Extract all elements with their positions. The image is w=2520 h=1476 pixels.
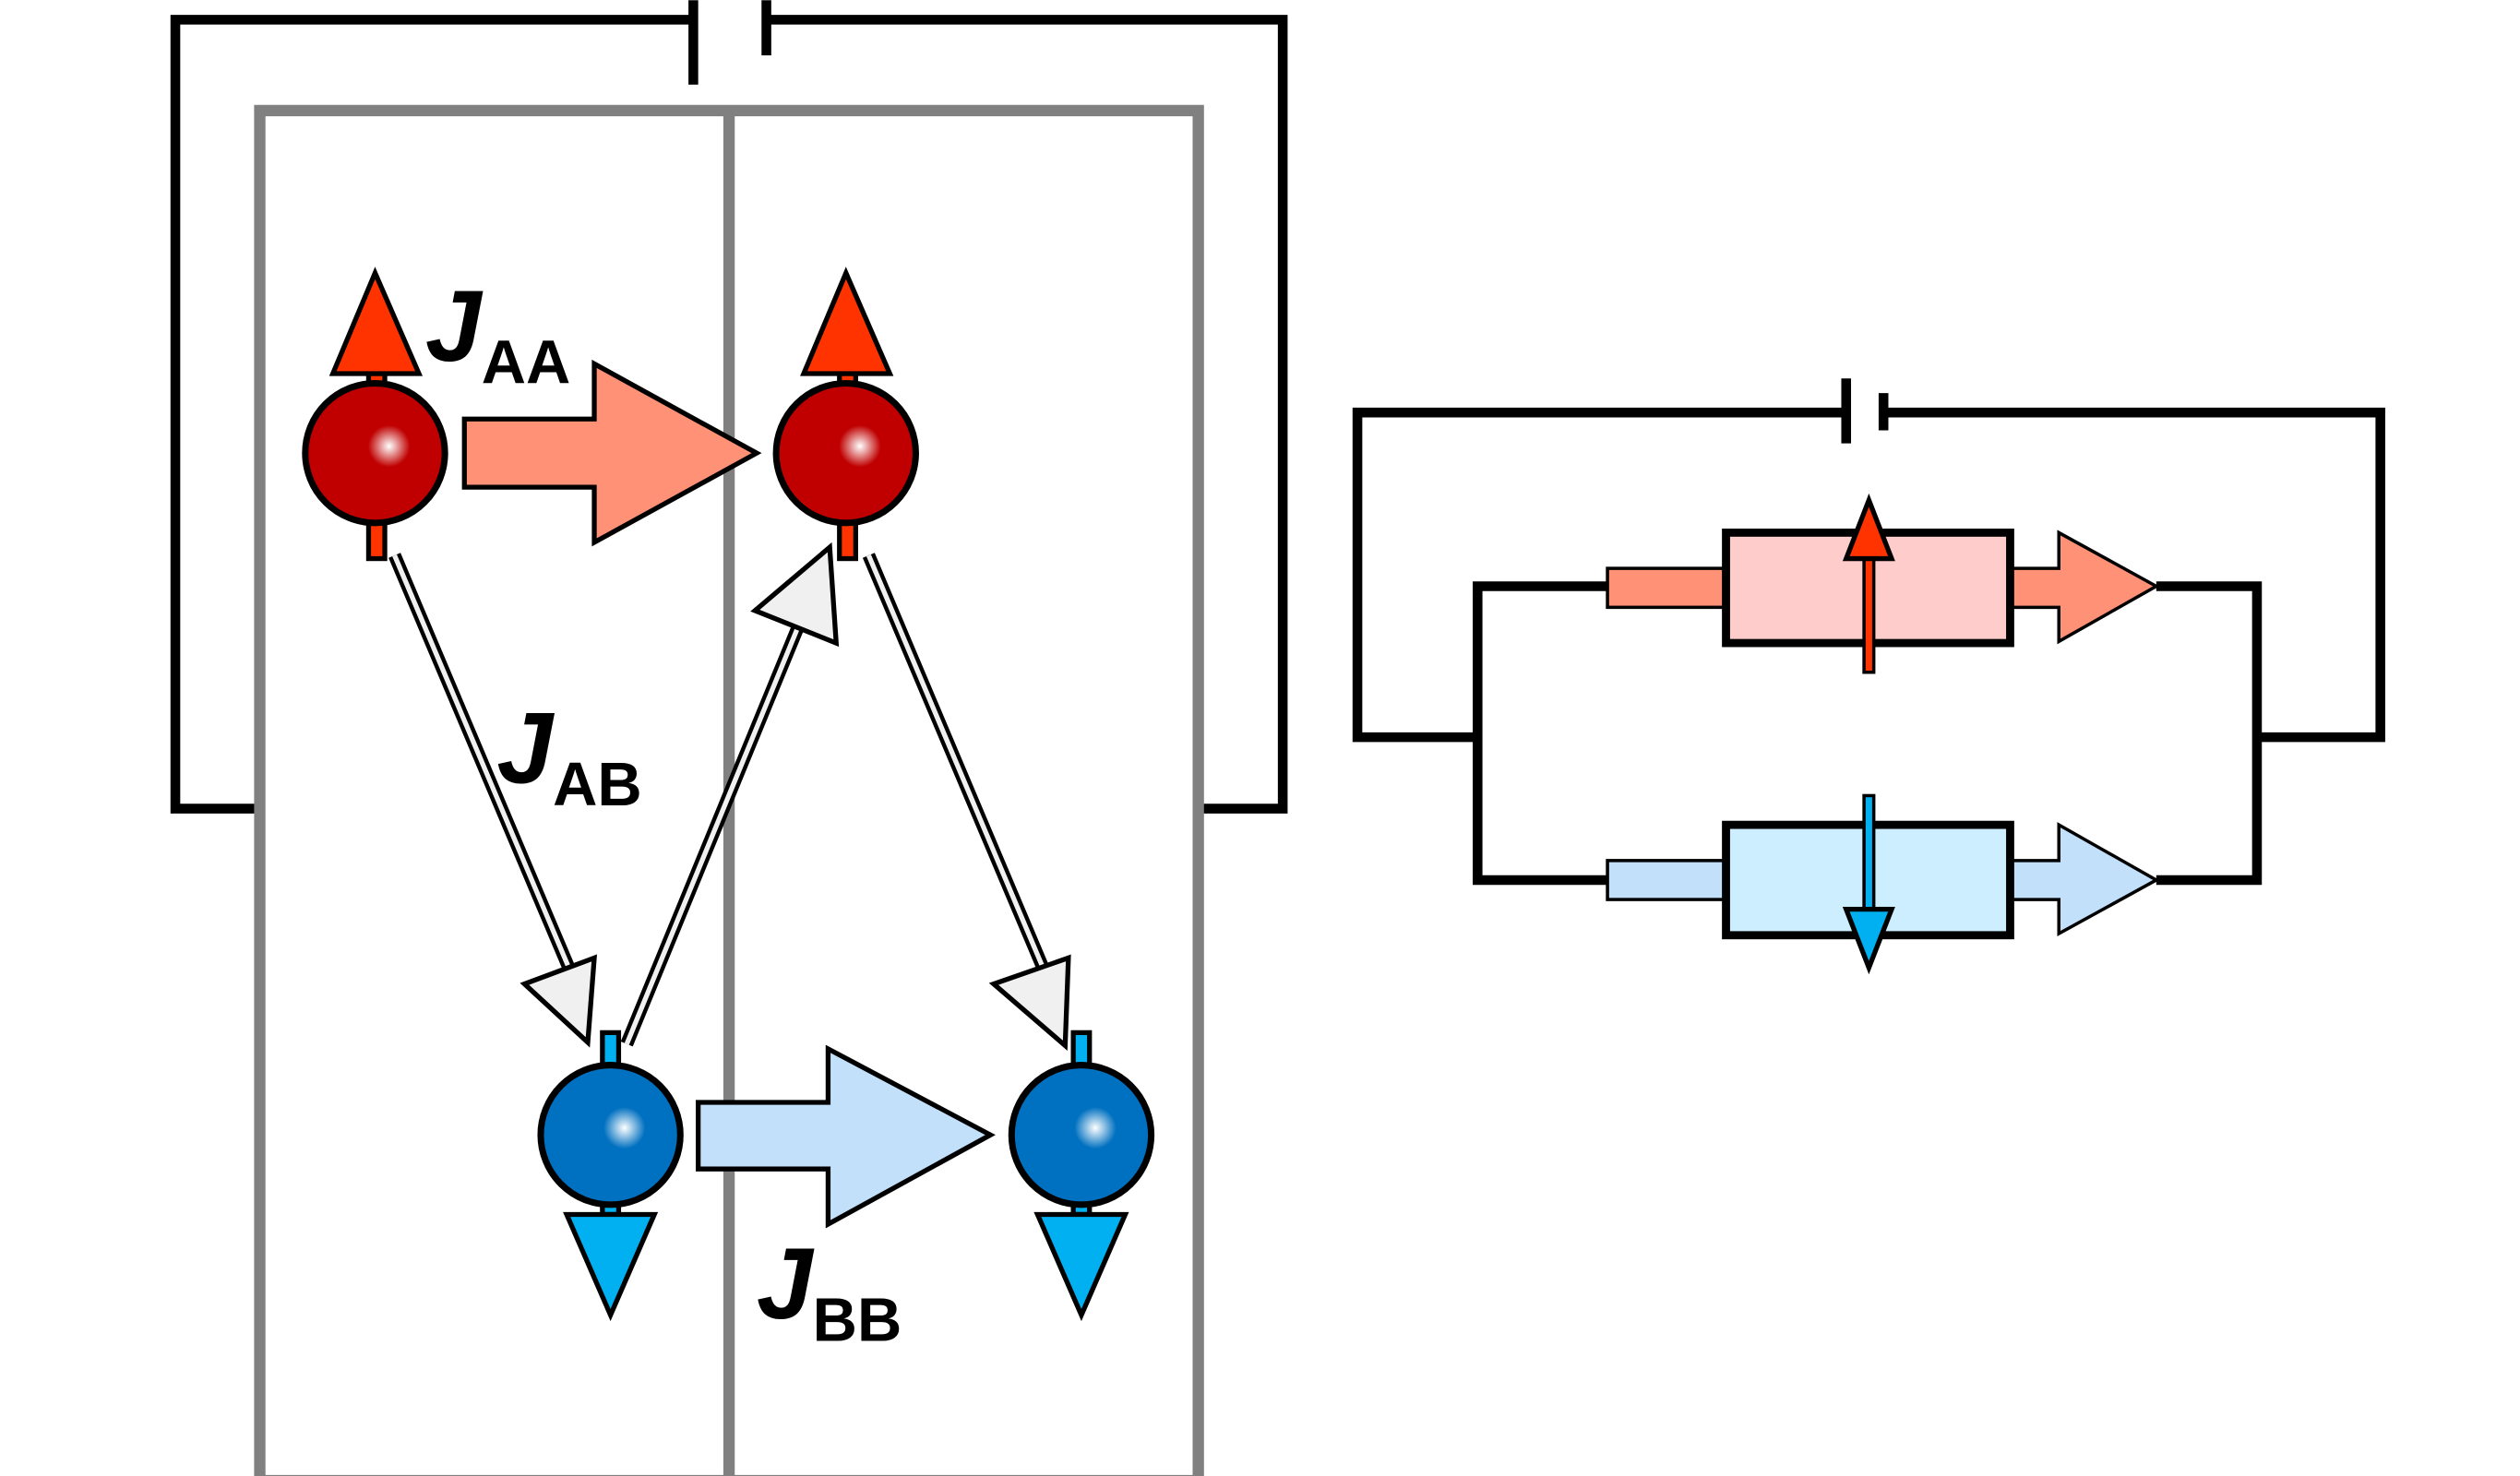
jaa-arrow — [461, 359, 762, 547]
spin-up-arrow-icon — [1842, 493, 1895, 562]
jbb-arrow — [696, 1044, 996, 1229]
spin-up-atom-a1 — [302, 267, 448, 562]
spin-down-atom-b2 — [1008, 1030, 1155, 1322]
upper-output-arrow — [2008, 530, 2160, 645]
equivalent-circuit — [1352, 378, 2385, 975]
lower-output-arrow — [2008, 822, 2160, 937]
jab-arrow-3 — [862, 553, 1071, 1052]
jab-arrow-1 — [388, 553, 597, 1048]
spin-up-arrow-icon — [800, 267, 894, 376]
left-circuit-wire — [170, 0, 1288, 814]
spin-down-arrow-icon — [1842, 907, 1895, 975]
jbb-label: JBB — [757, 1228, 902, 1355]
jab-arrow-2 — [620, 542, 840, 1047]
spin-down-arrow-icon — [1033, 1211, 1129, 1322]
spin-down-atom-b1 — [537, 1030, 684, 1322]
upper-input-arrow — [1606, 566, 1731, 610]
spin-up-atom-a2 — [772, 267, 919, 562]
spin-up-arrow-icon — [328, 267, 424, 376]
spin-down-arrow-icon — [563, 1211, 659, 1322]
jab-label: JAB — [496, 692, 641, 819]
lower-input-arrow — [1606, 859, 1731, 901]
jaa-label: JAA — [425, 270, 570, 398]
